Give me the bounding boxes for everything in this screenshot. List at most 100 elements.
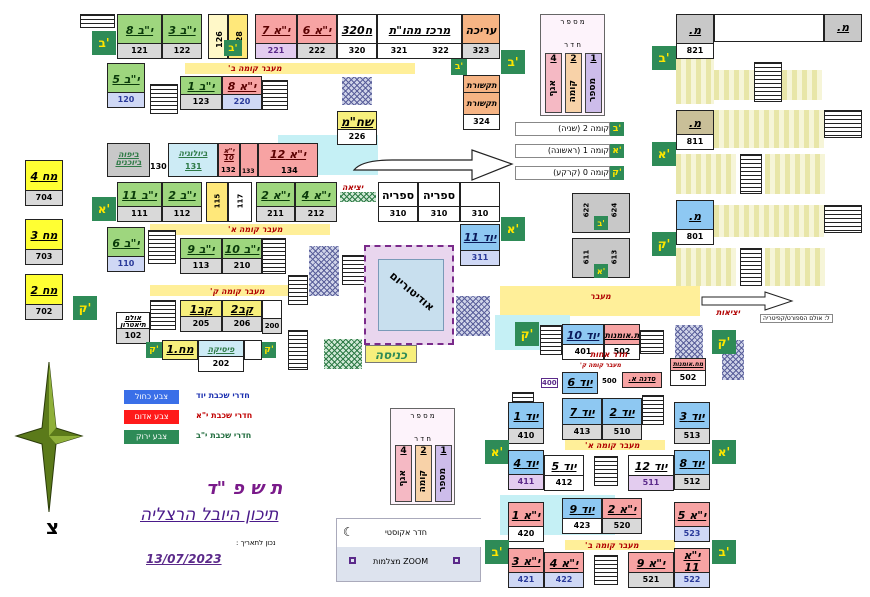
- room-label: י"ב 11: [122, 189, 157, 203]
- room-324[interactable]: תקשורת 324: [463, 92, 500, 130]
- room-402[interactable]: ת.אומנות 502: [604, 324, 640, 360]
- room-704[interactable]: מח 4 704: [25, 160, 63, 206]
- room-112[interactable]: י"ב 2 112: [162, 182, 202, 222]
- auditorium[interactable]: אודיטוריום: [364, 245, 454, 345]
- room-number: 502: [605, 344, 639, 359]
- room-label: יוד 5: [551, 460, 577, 474]
- stairs: [594, 456, 618, 486]
- stairs: [150, 300, 176, 330]
- room-821b[interactable]: מ.: [824, 14, 862, 42]
- room-410[interactable]: יוד 1 410: [508, 402, 544, 444]
- room-201[interactable]: מח.1: [162, 340, 198, 360]
- room-323[interactable]: עריכה 323: [462, 14, 500, 59]
- room-113[interactable]: י"ב 9 113: [180, 238, 222, 274]
- room-number: 510: [603, 424, 641, 439]
- room-206[interactable]: קב2 206: [222, 300, 262, 332]
- room-200[interactable]: 200: [262, 300, 282, 334]
- room-811[interactable]: מ. 811: [676, 110, 714, 150]
- room-222[interactable]: י"א 6 222: [297, 14, 337, 59]
- room-421[interactable]: י"א 3 421: [508, 548, 544, 588]
- room-110[interactable]: י"ב 6 110: [107, 227, 145, 272]
- room-801[interactable]: מ. 801: [676, 200, 714, 245]
- hatched-area: [309, 246, 339, 296]
- room-132[interactable]: י"א 10 132: [218, 143, 240, 177]
- room-121[interactable]: י"ב 8 121: [117, 14, 162, 59]
- room-label: י"ב 10: [224, 243, 260, 257]
- room-130[interactable]: ביפוה ביוכנים: [107, 143, 150, 177]
- room-111[interactable]: י"ב 11 111: [117, 182, 162, 222]
- room-117[interactable]: 117: [228, 182, 252, 222]
- room-label: י"ב 8: [125, 23, 154, 37]
- room-126[interactable]: 126: [208, 14, 228, 59]
- room-210[interactable]: י"ב 10 210: [222, 238, 262, 274]
- room-523[interactable]: י"א 5 523: [674, 502, 710, 542]
- room-310a[interactable]: ספריה 310: [378, 182, 418, 222]
- wing-badge-k: ק': [515, 322, 539, 346]
- room-number: 122: [163, 43, 201, 58]
- room-211[interactable]: י"א 2 211: [256, 182, 295, 222]
- room-423[interactable]: יוד 9 423: [562, 498, 602, 534]
- room-321-322[interactable]: מרכז מהו"ת 321 322: [377, 14, 462, 59]
- room-413[interactable]: יוד 7 413: [562, 398, 602, 440]
- corridor-band-b: [185, 63, 415, 74]
- room-102[interactable]: אולם תיאטרון 102: [116, 312, 150, 344]
- corridor-band-a: [150, 224, 330, 235]
- room-311[interactable]: יוד 11 311: [460, 224, 500, 266]
- legend-row: צבע אדום חדרי שכבת י"א: [124, 410, 324, 424]
- room-510[interactable]: יוד 2 510: [602, 398, 642, 440]
- room-label: קב1: [189, 303, 213, 317]
- room-520[interactable]: י"א 2 520: [602, 498, 642, 534]
- room-412[interactable]: יוד 5 412: [544, 455, 584, 491]
- compass-rose: [14, 361, 84, 513]
- room-403[interactable]: מח.אומנות 502: [670, 358, 706, 386]
- room-123[interactable]: י"ב 1 123: [180, 76, 222, 110]
- room-511[interactable]: יוד 12 511: [628, 455, 674, 491]
- key-col-text: קומה: [567, 80, 578, 103]
- room-512[interactable]: יוד 8 512: [674, 450, 710, 490]
- room-521[interactable]: י"א 9 521: [628, 552, 674, 588]
- stairs: [148, 230, 176, 264]
- room-221[interactable]: י"א 7 221: [255, 14, 297, 59]
- room-label: סדנה א.: [628, 375, 656, 384]
- room-label: י"א 3: [511, 555, 541, 569]
- room-202b[interactable]: [244, 340, 262, 360]
- room-405[interactable]: יוד 6: [562, 372, 598, 394]
- exit-arrow: [701, 291, 794, 311]
- room-120[interactable]: י"ב 5 120: [107, 63, 145, 108]
- room-122[interactable]: י"ב 3 122: [162, 14, 202, 59]
- room-202[interactable]: פיסיקה 202: [198, 340, 244, 372]
- room-522[interactable]: י"א 11 522: [674, 548, 710, 588]
- room-513[interactable]: יוד 3 513: [674, 402, 710, 444]
- room-310c[interactable]: 310: [460, 182, 500, 222]
- room-134[interactable]: י"א 12 134: [258, 143, 318, 177]
- room-131[interactable]: ביולוגיה 131: [168, 143, 218, 177]
- room-702[interactable]: מח 2 702: [25, 274, 63, 320]
- room-number-key-2: מ ס פ ר ח ד ר 4 אגף 2 קומה 1 מספר: [390, 408, 455, 505]
- key-col-number: 2: [570, 54, 577, 64]
- hatched-area: [342, 77, 372, 105]
- room-number: 513: [675, 428, 709, 443]
- room-821[interactable]: מ. 821: [676, 14, 714, 59]
- room-411[interactable]: יוד 4 411: [508, 450, 544, 490]
- room-226[interactable]: שח"מ 226: [337, 111, 377, 145]
- room-703[interactable]: מח 3 703: [25, 219, 63, 265]
- room-420[interactable]: י"א 1 420: [508, 502, 544, 542]
- room-label: יוד 6: [567, 376, 593, 390]
- room-320[interactable]: ח320 320: [337, 14, 377, 59]
- room-422[interactable]: י"א 4 422: [544, 552, 584, 588]
- stairs: [754, 62, 782, 102]
- room-number: 521: [629, 572, 673, 587]
- room-401[interactable]: יוד 10 401: [562, 324, 604, 360]
- room-220[interactable]: י"א 8 220: [222, 76, 262, 110]
- room-number: 420: [509, 526, 543, 541]
- room-212[interactable]: י"א 4 212: [295, 182, 337, 222]
- room-label: מח 4: [30, 170, 58, 184]
- room-label: 117: [236, 193, 245, 209]
- room-406[interactable]: סדנה א.: [622, 372, 662, 388]
- wing-badge-b: ב': [485, 540, 509, 564]
- room-133[interactable]: 133: [240, 143, 258, 177]
- room-205[interactable]: קב1 205: [180, 300, 222, 332]
- room-number: 411: [509, 474, 543, 489]
- room-310b[interactable]: ספריה 310: [418, 182, 460, 222]
- room-115[interactable]: 115: [206, 182, 228, 222]
